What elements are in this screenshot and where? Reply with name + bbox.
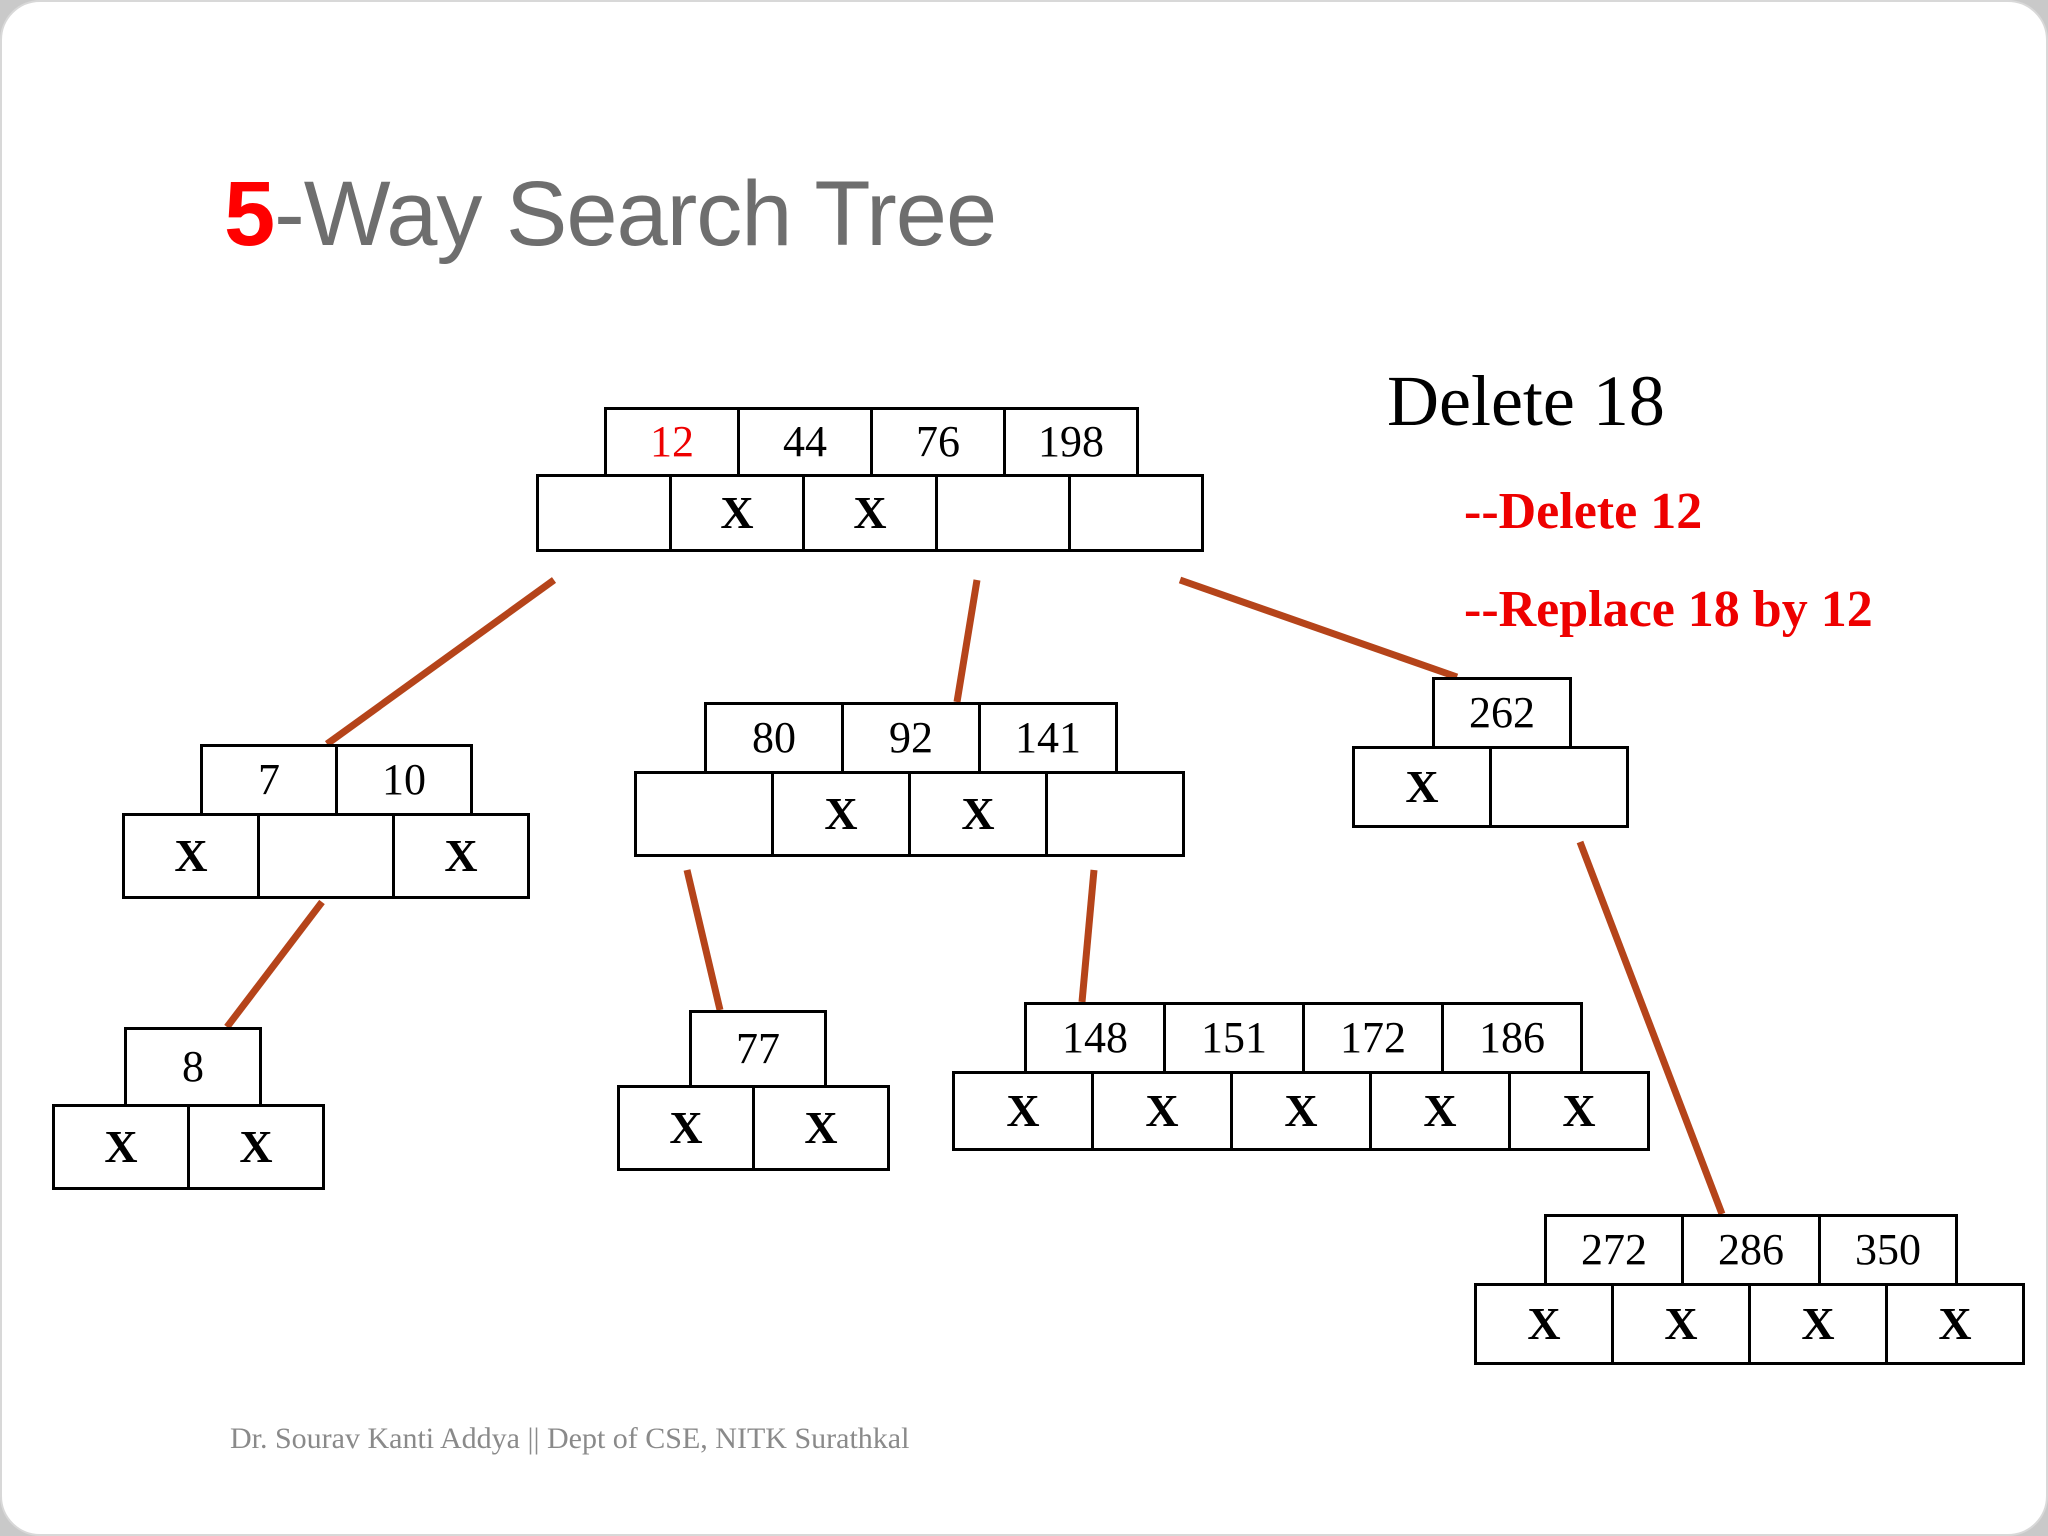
key-cell: 272 — [1544, 1214, 1684, 1286]
key-cell: 77 — [689, 1010, 827, 1088]
key-cell: 7 — [200, 744, 338, 816]
tree-node-8: 8 X X — [52, 1027, 325, 1190]
tree-node-7-10: 7 10 X X — [122, 744, 530, 899]
tree-node-262: 262 X — [1352, 677, 1629, 828]
pointer-cell: X — [1369, 1071, 1511, 1151]
node-key-row: 8 — [124, 1027, 322, 1107]
pointer-cell: X — [1508, 1071, 1650, 1151]
instruction-step-1: --Delete 12 — [1464, 483, 1703, 540]
key-cell: 350 — [1818, 1214, 1958, 1286]
edge-root-to-80 — [953, 579, 981, 703]
pointer-cell: X — [771, 771, 911, 857]
pointer-cell: X — [1611, 1283, 1751, 1365]
tree-node-148-151-172-186: 148 151 172 186 X X X X X — [952, 1002, 1650, 1151]
key-cell: 148 — [1024, 1002, 1166, 1074]
key-cell: 80 — [704, 702, 844, 774]
tree-node-77: 77 X X — [617, 1010, 890, 1171]
pointer-cell: X — [1474, 1283, 1614, 1365]
pointer-cell: X — [617, 1085, 755, 1171]
pointer-cell: X — [122, 813, 260, 899]
node-pointer-row: X X X X X — [952, 1071, 1650, 1151]
pointer-cell: X — [52, 1104, 190, 1190]
node-pointer-row: X X — [634, 771, 1185, 857]
pointer-cell — [1489, 746, 1629, 828]
pointer-cell: X — [392, 813, 530, 899]
title-rest: -Way Search Tree — [274, 163, 997, 265]
edge-root-to-262 — [1178, 576, 1459, 681]
node-key-row: 77 — [689, 1010, 887, 1088]
pointer-cell: X — [1230, 1071, 1372, 1151]
key-cell: 186 — [1441, 1002, 1583, 1074]
key-cell: 262 — [1432, 677, 1572, 749]
pointer-cell — [1068, 474, 1204, 552]
node-key-row: 7 10 — [200, 744, 527, 816]
node-pointer-row: X X X X — [1474, 1283, 2025, 1365]
pointer-cell: X — [802, 474, 938, 552]
pointer-cell: X — [1091, 1071, 1233, 1151]
pointer-cell: X — [752, 1085, 890, 1171]
instruction-heading: Delete 18 — [1387, 361, 1665, 441]
tree-node-272-286-350: 272 286 350 X X X X — [1474, 1214, 2025, 1365]
pointer-cell: X — [952, 1071, 1094, 1151]
pointer-cell: X — [187, 1104, 325, 1190]
footer-attribution: Dr. Sourav Kanti Addya || Dept of CSE, N… — [230, 1422, 910, 1455]
node-pointer-row: X — [1352, 746, 1629, 828]
edge-10-to-8 — [224, 899, 325, 1030]
key-cell: 12 — [604, 407, 740, 477]
pointer-cell — [257, 813, 395, 899]
pointer-cell: X — [908, 771, 1048, 857]
pointer-cell: X — [1352, 746, 1492, 828]
key-cell: 92 — [841, 702, 981, 774]
pointer-cell — [935, 474, 1071, 552]
title-accent-digit: 5 — [224, 163, 275, 265]
pointer-cell: X — [1748, 1283, 1888, 1365]
edge-root-to-7 — [324, 577, 557, 747]
tree-node-80-92-141: 80 92 141 X X — [634, 702, 1185, 857]
key-cell: 8 — [124, 1027, 262, 1107]
node-pointer-row: X X — [536, 474, 1204, 552]
key-cell: 141 — [978, 702, 1118, 774]
pointer-cell: X — [669, 474, 805, 552]
edge-141-to-148 — [1078, 869, 1098, 1003]
instruction-step-2: --Replace 18 by 12 — [1464, 581, 1873, 638]
key-cell: 286 — [1681, 1214, 1821, 1286]
node-key-row: 12 44 76 198 — [604, 407, 1201, 477]
key-cell: 172 — [1302, 1002, 1444, 1074]
node-key-row: 148 151 172 186 — [1024, 1002, 1647, 1074]
node-key-row: 80 92 141 — [704, 702, 1182, 774]
key-cell: 198 — [1003, 407, 1139, 477]
page-title: 5-Way Search Tree — [224, 162, 997, 267]
key-cell: 44 — [737, 407, 873, 477]
pointer-cell — [536, 474, 672, 552]
node-pointer-row: X X — [122, 813, 530, 899]
node-pointer-row: X X — [617, 1085, 890, 1171]
tree-node-root: 12 44 76 198 X X — [536, 407, 1204, 552]
node-key-row: 272 286 350 — [1544, 1214, 2022, 1286]
pointer-cell: X — [1885, 1283, 2025, 1365]
node-key-row: 262 — [1432, 677, 1626, 749]
pointer-cell — [634, 771, 774, 857]
pointer-cell — [1045, 771, 1185, 857]
key-cell: 76 — [870, 407, 1006, 477]
node-pointer-row: X X — [52, 1104, 325, 1190]
edge-80-to-77 — [683, 869, 724, 1011]
key-cell: 151 — [1163, 1002, 1305, 1074]
key-cell: 10 — [335, 744, 473, 816]
